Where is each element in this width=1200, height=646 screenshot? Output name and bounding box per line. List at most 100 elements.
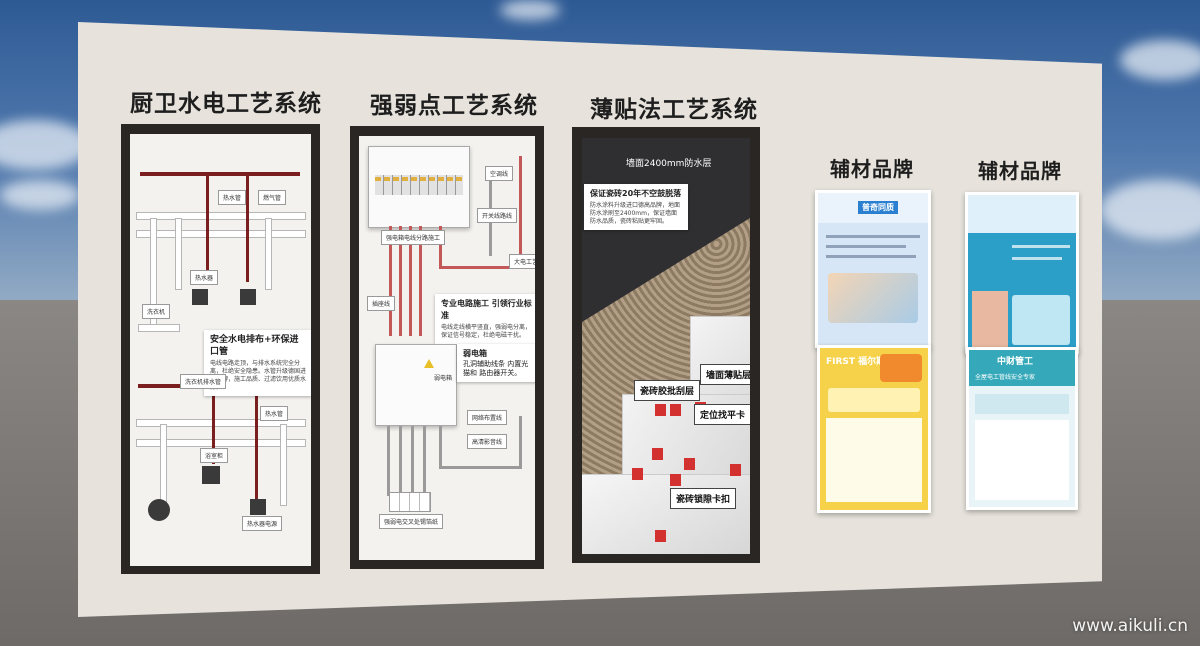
drain-pipe <box>138 324 180 332</box>
panel3-header: 墙面2400mm防水层 <box>626 159 712 169</box>
socket-strip <box>389 492 431 512</box>
cold-water-pipe <box>136 230 306 238</box>
weak-box-title: 弱电箱 <box>463 349 487 358</box>
pipe-tag: 热水器 <box>190 270 219 285</box>
wire-tag: 空调线 <box>485 166 514 181</box>
tile-glue-label: 瓷砖胶批刮层 <box>634 380 701 401</box>
panel2-callout-title: 专业电路施工 引领行业标准 <box>441 299 532 320</box>
brand-poster-blue: 普奇同质 <box>815 190 931 348</box>
poster4-sub: 全屋电工管线安全专家 <box>975 374 1036 381</box>
pipe-tag: 燃气管 <box>258 190 287 205</box>
wire-tag: 开关线路线 <box>477 208 518 223</box>
panel2-board: 强电箱电线分路施工 空调线 开关线路线 插座线 大电工艺 专业电路施工 引领行业… <box>359 136 535 560</box>
leveling-clip <box>655 530 666 542</box>
panel1-title: 厨卫水电工艺系统 <box>130 91 322 117</box>
leveling-clip <box>652 448 663 460</box>
poster-header <box>968 195 1076 233</box>
weak-box-label: 弱电箱 <box>434 375 453 382</box>
vertical-pipe <box>206 172 209 282</box>
panel2-title: 强弱点工艺系统 <box>370 93 538 119</box>
brand-poster-yellow: FIRST 福尔斯特 <box>817 345 931 513</box>
panel1-callout-title: 安全水电排布+环保进口管 <box>210 335 299 357</box>
pipe-tag: 热水器电源 <box>242 516 283 531</box>
weak-current-box: 弱电箱 <box>375 344 457 426</box>
wire-tag: 高清影音线 <box>467 434 508 449</box>
leveling-clip <box>670 404 681 416</box>
poster-body <box>826 418 922 502</box>
cold-water-pipe <box>136 419 306 427</box>
cloud <box>1100 180 1200 240</box>
poster4-header: 中财管工 <box>997 357 1034 367</box>
poster-body <box>975 420 1069 500</box>
panel2-callout-body: 电线走线横平竖直，强弱电分离，保证信号稳定，杜绝电磁干扰。 <box>441 324 532 339</box>
red-wire <box>409 226 412 336</box>
brand-poster-teal <box>965 192 1079 354</box>
breaker-row-accent <box>375 177 463 181</box>
panel3-title: 薄贴法工艺系统 <box>590 97 758 123</box>
cloud <box>0 180 80 210</box>
poster2-header: FIRST 福尔斯特 <box>826 357 895 367</box>
poster-illustration <box>1012 295 1070 345</box>
panel3-board: 墙面2400mm防水层 保证瓷砖20年不空鼓脱落 防水涂料升级进口德高品牌，地面… <box>582 138 750 554</box>
panel3-callout-body: 防水涂料升级进口德高品牌，地面防水涂刷至2400mm，保证墙面防水品质，瓷砖粘贴… <box>590 202 681 225</box>
wire-tag: 强电箱电线分路施工 <box>381 230 446 245</box>
wire-tag: 网络布置线 <box>467 410 508 425</box>
vertical-pipe <box>246 172 249 282</box>
pipe-tag: 洗衣机 <box>142 304 171 319</box>
poster1-header: 普奇同质 <box>858 201 898 214</box>
cloud <box>0 120 90 170</box>
leveling-clip <box>632 468 643 480</box>
wall-thin-label: 墙面薄贴层 <box>700 364 750 385</box>
grey-wire <box>423 426 426 496</box>
grey-wire <box>439 426 442 466</box>
text-line <box>1012 257 1062 260</box>
red-wire <box>399 226 402 336</box>
brand-poster-white: 中财管工 全屋电工管线安全专家 <box>966 347 1078 510</box>
poster-illustration <box>972 291 1008 347</box>
pipe-tag: 热水管 <box>218 190 247 205</box>
grey-wire <box>519 416 522 469</box>
warning-triangle-icon <box>424 359 434 368</box>
panel2-callout: 专业电路施工 引领行业标准 电线走线横平竖直，强弱电分离，保证信号稳定，杜绝电磁… <box>435 294 535 344</box>
red-wire <box>389 226 392 336</box>
poster-badge <box>880 354 922 382</box>
hot-water-pipe <box>140 172 300 176</box>
pipe-tag: 热水管 <box>260 406 289 421</box>
cloud <box>500 0 560 20</box>
socket-box <box>240 289 256 305</box>
vertical-pipe <box>175 218 182 290</box>
vertical-pipe <box>212 384 215 464</box>
wire-tag: 大电工艺 <box>509 254 535 269</box>
cold-water-pipe <box>136 212 306 220</box>
leveler-label: 定位找平卡 <box>694 404 750 425</box>
watermark: www.aikuli.cn <box>1072 616 1188 636</box>
poster-illustration <box>975 394 1069 414</box>
text-line <box>1012 245 1070 248</box>
panel1-board: 安全水电排布+环保进口管 电线电路走顶，与排水系统完全分离，杜绝安全隐患。水管升… <box>130 134 311 566</box>
brand1-title: 辅材品牌 <box>830 157 914 181</box>
leveling-clip <box>684 458 695 470</box>
poster-header <box>969 350 1075 386</box>
red-wire <box>439 266 519 269</box>
floor-drain <box>148 499 170 521</box>
text-line <box>826 255 916 258</box>
leveling-clip <box>730 464 741 476</box>
weak-box-body: 孔洞辅助线条 内置光猫和 路由器开关。 <box>463 360 529 377</box>
red-wire <box>419 226 422 336</box>
socket-box <box>250 499 266 515</box>
strong-breaker-box <box>368 146 470 228</box>
cloud <box>1120 40 1200 80</box>
text-line <box>826 235 920 238</box>
leveling-clip <box>655 404 666 416</box>
panel3-callout-title: 保证瓷砖20年不空鼓脱落 <box>590 189 682 198</box>
poster-illustration <box>828 273 918 323</box>
pipe-tag: 浴室柜 <box>200 448 229 463</box>
wire-tag: 插座线 <box>367 296 396 311</box>
vertical-pipe <box>265 218 272 290</box>
marble-tile <box>582 474 750 554</box>
brand2-title: 辅材品牌 <box>978 159 1062 183</box>
wire-tag: 强弱电交叉处锡箔纸 <box>379 514 444 529</box>
panel3-callout: 保证瓷砖20年不空鼓脱落 防水涂料升级进口德高品牌，地面防水涂刷至2400mm，… <box>584 184 688 230</box>
grey-wire <box>399 426 402 496</box>
tile-buckle-label: 瓷砖锁隙卡扣 <box>670 488 737 509</box>
